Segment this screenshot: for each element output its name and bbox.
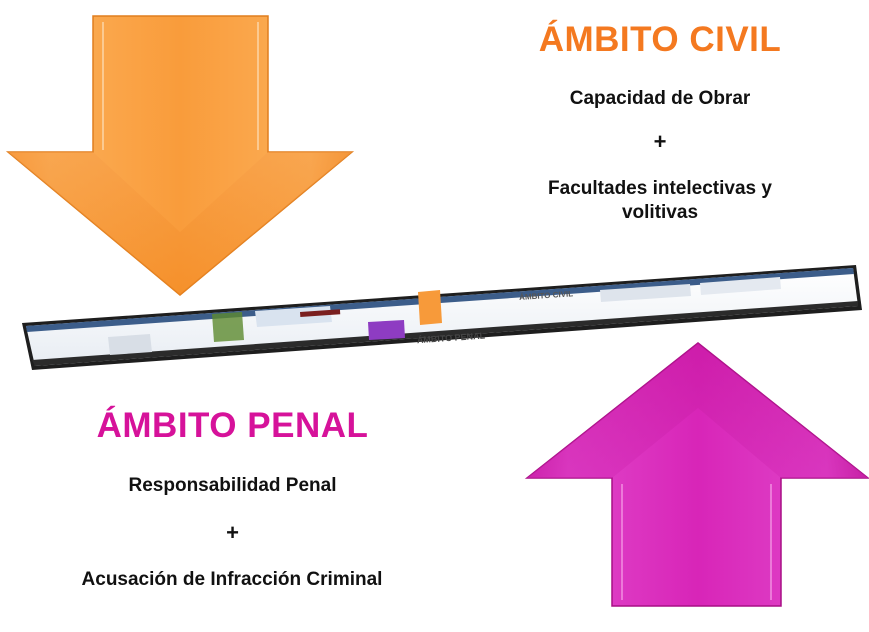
civil-plus-sign: + <box>653 128 667 154</box>
civil-line-capacidad: Capacidad de Obrar <box>569 88 751 109</box>
penal-plus-sign: + <box>226 519 239 545</box>
arrow-down-icon <box>5 15 355 296</box>
penal-line-acusacion: Acusación de Infracción Criminal <box>81 568 383 590</box>
slide-thumbnail-strip: ÁMBITO CIVIL ÁMBITO PENAL <box>22 265 862 370</box>
penal-line-responsabilidad: Responsabilidad Penal <box>128 475 337 496</box>
civil-section: ÁMBITO CIVIL Capacidad de Obrar + Facult… <box>495 18 825 224</box>
thumbnail-civil-title: ÁMBITO CIVIL <box>519 289 574 302</box>
arrow-up-icon <box>524 342 869 607</box>
thumbnail-penal-title: ÁMBITO PENAL <box>417 330 486 345</box>
penal-section: ÁMBITO PENAL Responsabilidad Penal + Acu… <box>60 408 405 592</box>
civil-title: ÁMBITO CIVIL <box>538 20 782 59</box>
penal-title: ÁMBITO PENAL <box>96 406 369 445</box>
civil-line-facultades: Facultades intelectivas y volitivas <box>548 177 772 223</box>
